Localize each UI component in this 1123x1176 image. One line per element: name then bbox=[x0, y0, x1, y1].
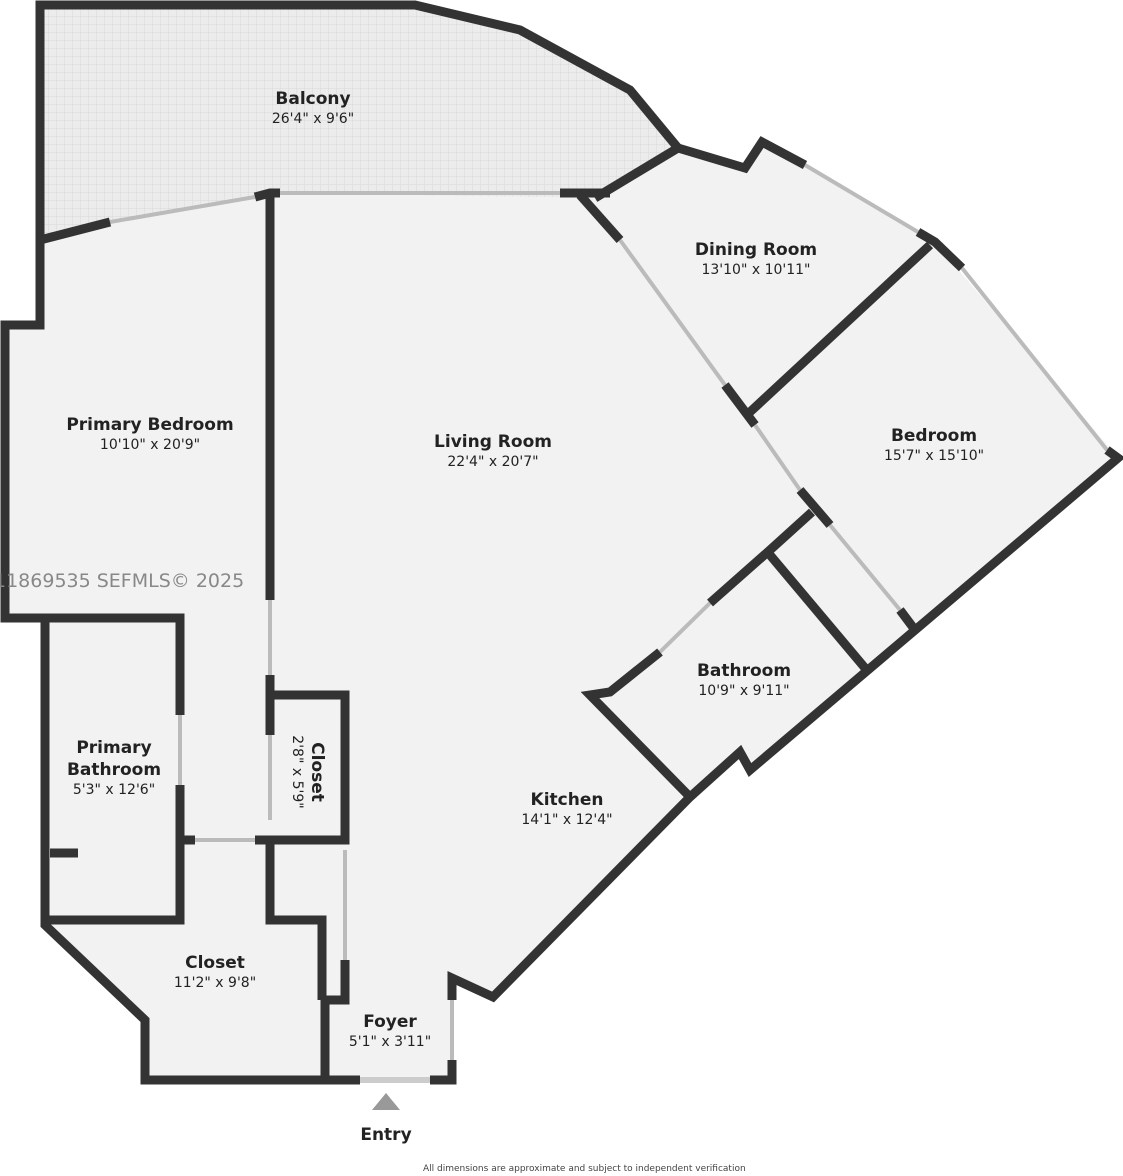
room-dims: 22'4" x 20'7" bbox=[447, 454, 539, 470]
room-dims: 14'1" x 12'4" bbox=[521, 812, 613, 828]
room-bathroom: Bathroom 10'9" x 9'11" bbox=[697, 660, 791, 700]
room-dims: 10'10" x 20'9" bbox=[99, 437, 201, 453]
entry-label: Entry bbox=[360, 1125, 412, 1145]
room-kitchen: Kitchen 14'1" x 12'4" bbox=[521, 789, 612, 829]
room-primary-bathroom: Primary Bathroom 5'3" x 12'6" bbox=[59, 737, 169, 799]
room-name: Primary Bedroom bbox=[66, 415, 234, 435]
room-dims: 2'8" x 5'9" bbox=[289, 735, 305, 809]
room-foyer: Foyer 5'1" x 3'11" bbox=[349, 1011, 431, 1051]
room-closet-large: Closet 11'2" x 9'8" bbox=[174, 952, 256, 992]
room-primary-bedroom: Primary Bedroom 10'10" x 20'9" bbox=[66, 414, 233, 454]
room-bedroom: Bedroom 15'7" x 15'10" bbox=[884, 425, 984, 465]
room-dims: 5'3" x 12'6" bbox=[72, 782, 156, 798]
walls bbox=[0, 0, 1123, 1085]
room-dims: 10'9" x 9'11" bbox=[698, 683, 790, 699]
entry-arrow-icon bbox=[372, 1093, 400, 1110]
room-dims: 15'7" x 15'10" bbox=[883, 448, 985, 464]
room-dining-room: Dining Room 13'10" x 10'11" bbox=[695, 239, 817, 279]
room-name: Balcony bbox=[275, 89, 351, 109]
room-name: Primary Bathroom bbox=[66, 738, 162, 780]
interior-floor bbox=[5, 142, 1118, 1080]
watermark: 11869535 SEFMLS© 2025 bbox=[0, 570, 245, 592]
room-name: Closet bbox=[185, 953, 245, 973]
balcony-floor bbox=[40, 5, 678, 240]
room-name: Dining Room bbox=[694, 240, 818, 260]
room-name: Bathroom bbox=[696, 661, 792, 681]
room-dims: 13'10" x 10'11" bbox=[701, 262, 811, 278]
room-name: Closet bbox=[307, 742, 327, 802]
room-name: Living Room bbox=[434, 432, 552, 452]
room-dims: 11'2" x 9'8" bbox=[173, 975, 257, 991]
room-balcony: Balcony 26'4" x 9'6" bbox=[272, 88, 354, 128]
room-dims: 5'1" x 3'11" bbox=[348, 1034, 432, 1050]
room-name: Bedroom bbox=[890, 426, 978, 446]
room-name: Foyer bbox=[363, 1012, 417, 1032]
footnote: All dimensions are approximate and subje… bbox=[423, 1164, 746, 1174]
windows bbox=[109, 163, 1109, 1083]
room-living-room: Living Room 22'4" x 20'7" bbox=[434, 431, 552, 471]
room-name: Kitchen bbox=[530, 790, 604, 810]
room-dims: 26'4" x 9'6" bbox=[271, 111, 355, 127]
